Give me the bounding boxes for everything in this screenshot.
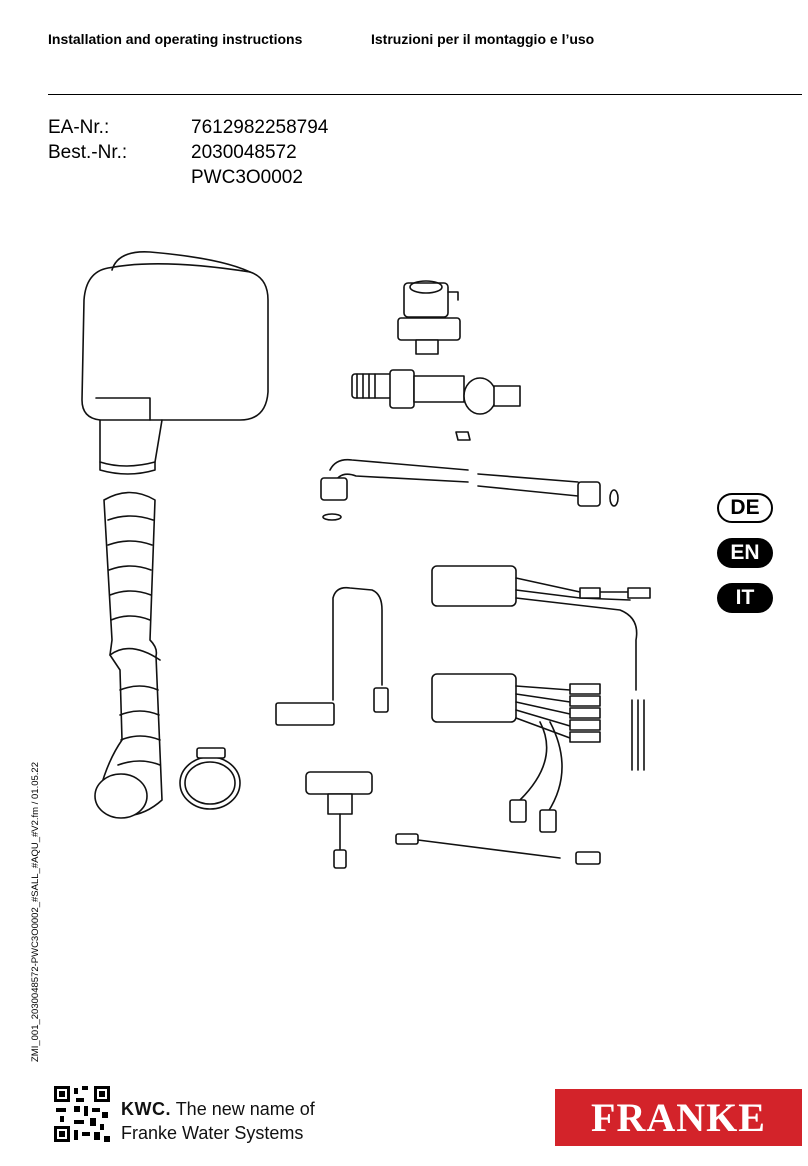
- model-number: PWC3O0002: [191, 167, 303, 188]
- header-title-it: Istruzioni per il montaggio e l’uso: [371, 31, 595, 47]
- solenoid-valve: [397, 280, 461, 355]
- control-unit-lower: [431, 673, 601, 833]
- header-title-en: Installation and operating instructions: [48, 31, 303, 47]
- best-value: 2030048572: [191, 142, 297, 163]
- braided-hose: [320, 458, 619, 521]
- hand-dryer-housing: [81, 251, 269, 475]
- hose-clamp: [179, 747, 241, 810]
- t-connector: [305, 771, 373, 869]
- kwc-branding: KWC. The new name of Franke Water System…: [121, 1097, 315, 1145]
- kwc-tagline-line2: Franke Water Systems: [121, 1123, 304, 1143]
- language-badge-it: IT: [717, 583, 773, 613]
- kwc-brand-name: KWC.: [121, 1099, 171, 1119]
- language-badge-en: EN: [717, 538, 773, 568]
- document-reference: ZMI_001_2030048572-PWC3O0002_#SALL_#AQU_…: [30, 762, 41, 1062]
- control-unit-upper: [431, 565, 651, 771]
- sensor-with-cable: [275, 586, 389, 726]
- best-label: Best.-Nr.:: [48, 142, 128, 163]
- extension-cable: [395, 833, 601, 865]
- ea-value: 7612982258794: [191, 117, 329, 138]
- flexible-air-hose: [94, 491, 163, 819]
- header-divider: [48, 94, 802, 95]
- qr-code-icon: [54, 1086, 110, 1142]
- ea-label: EA-Nr.:: [48, 117, 110, 138]
- franke-logo: FRANKE: [555, 1089, 802, 1146]
- language-badge-de: DE: [717, 493, 773, 523]
- kwc-tagline-line1: The new name of: [175, 1099, 315, 1119]
- threaded-connector: [351, 369, 521, 441]
